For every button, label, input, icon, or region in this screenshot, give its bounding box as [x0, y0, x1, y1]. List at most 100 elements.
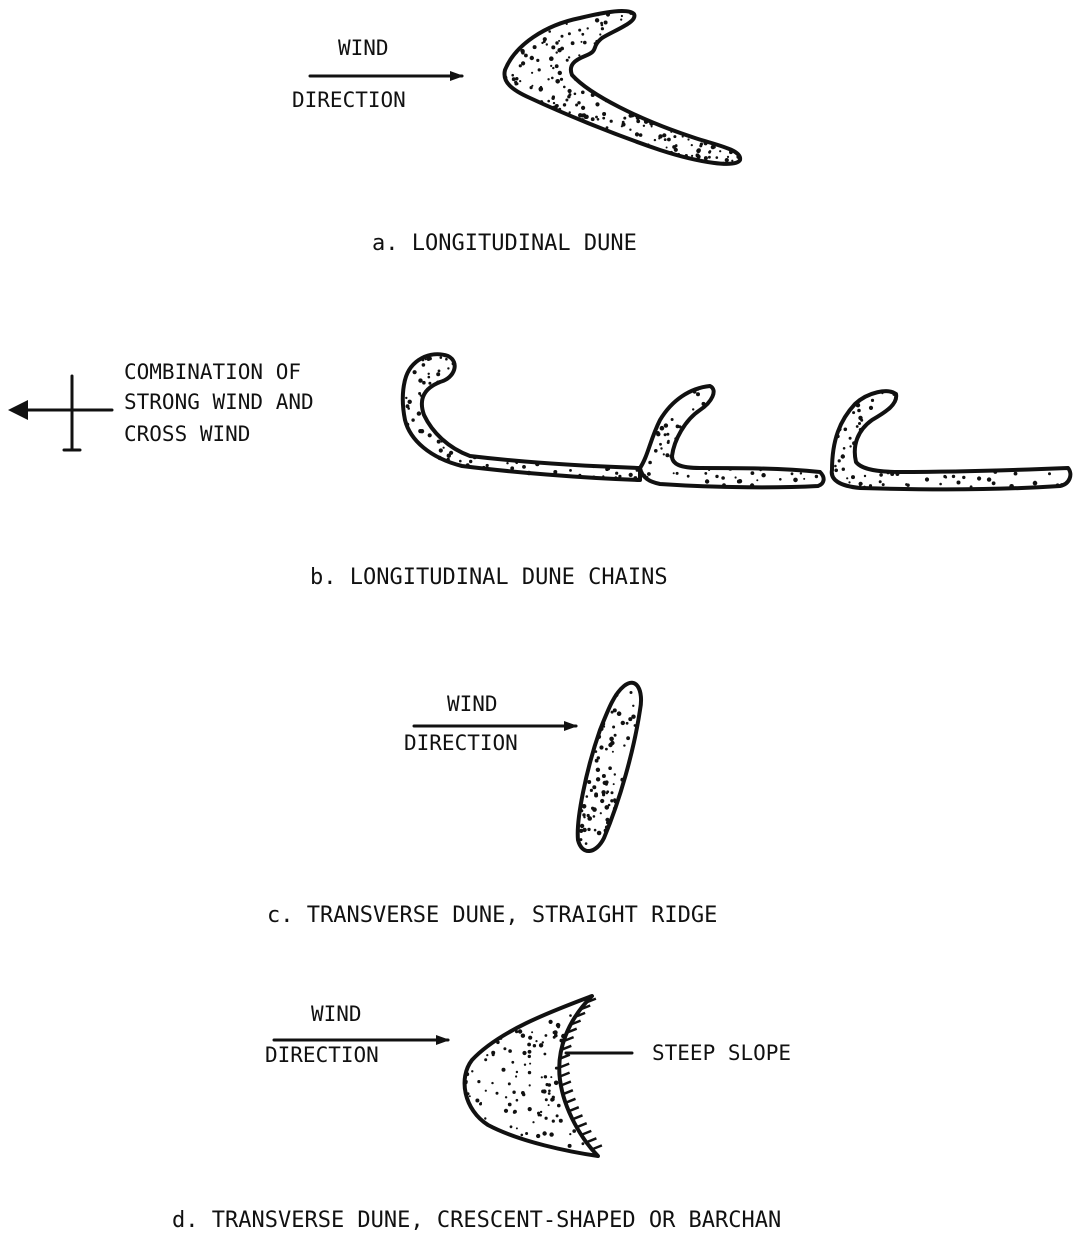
stipple-dot [492, 1053, 495, 1056]
stipple-dot [887, 471, 890, 474]
stipple-dot [447, 367, 449, 369]
stipple-dot [545, 1034, 548, 1037]
stipple-dot [678, 425, 681, 428]
stipple-dot [609, 737, 614, 742]
stipple-dot [605, 818, 609, 822]
stipple-dot [520, 49, 524, 53]
stipple-dot [521, 1034, 525, 1038]
stipple-dot [436, 381, 440, 385]
stipple-dot [595, 750, 598, 753]
stipple-dot [552, 67, 554, 69]
stipple-dot [834, 469, 838, 473]
stipple-dot [604, 21, 608, 25]
stipple-dot [591, 807, 594, 810]
stipple-dot [580, 118, 584, 122]
stipple-dot [569, 111, 571, 113]
stipple-dot [406, 423, 410, 427]
stipple-dot [553, 1036, 556, 1039]
stipple-dot [713, 146, 716, 149]
stipple-dot [422, 413, 424, 415]
stipple-dot [437, 440, 441, 444]
stipple-dot [486, 464, 489, 467]
stipple-dot [614, 800, 617, 803]
stipple-dot [728, 467, 732, 471]
stipple-dot [722, 483, 726, 487]
stipple-dot [800, 472, 802, 474]
stipple-dot [696, 466, 699, 469]
stipple-dot [582, 804, 587, 809]
stipple-dot [503, 1047, 506, 1050]
stipple-dot [569, 469, 572, 472]
stipple-dot [696, 392, 700, 396]
stipple-dot [531, 72, 533, 74]
wind-label-a-line1: WIND [338, 36, 389, 60]
stipple-dot [522, 1051, 526, 1055]
stipple-dot [602, 117, 605, 120]
stipple-dot [536, 1134, 540, 1138]
stipple-dot [568, 56, 570, 58]
stipple-dot [620, 778, 624, 782]
stipple-dot [502, 1068, 506, 1072]
stipple-dot [527, 1043, 531, 1047]
stipple-dot [547, 78, 549, 80]
stipple-dot [592, 15, 594, 17]
stipple-dot [704, 156, 708, 160]
stipple-dot [596, 12, 600, 16]
stipple-dot [529, 1063, 531, 1065]
stipple-dot [440, 356, 443, 359]
stipple-dot [551, 97, 554, 100]
stipple-dot [558, 40, 560, 42]
stipple-dot [551, 45, 555, 49]
stipple-dot [610, 120, 613, 123]
stipple-dot [494, 1041, 496, 1043]
stipple-dot [837, 427, 841, 431]
stipple-dot [545, 1098, 548, 1101]
stipple-dot [987, 477, 991, 481]
stipple-dot [428, 382, 431, 385]
stipple-dot [584, 115, 588, 119]
stipple-dot [882, 483, 885, 486]
stipple-dot [585, 998, 588, 1001]
stipple-dot [756, 479, 758, 481]
stipple-dot [623, 117, 626, 120]
stipple-dot [660, 447, 662, 449]
stipple-dot [844, 428, 848, 432]
stipple-dot [549, 1132, 553, 1136]
stipple-dot [881, 392, 883, 394]
stipple-dot [1009, 484, 1014, 489]
stipple-dot [702, 402, 706, 406]
stipple-dot [691, 137, 693, 139]
stipple-dot [628, 717, 632, 721]
stipple-dot [542, 1131, 546, 1135]
stipple-dot [611, 791, 614, 794]
stipple-dot [658, 134, 662, 138]
stipple-dot [555, 64, 559, 68]
stipple-dot [1033, 481, 1038, 486]
stipple-dot [603, 725, 605, 727]
stipple-dot [484, 1117, 486, 1119]
stipple-dot [646, 476, 648, 478]
stipple-dot [577, 101, 580, 104]
stipple-dot [779, 478, 782, 481]
wind-label-b-line3: CROSS WIND [124, 422, 250, 446]
stipple-dot [597, 831, 602, 836]
stipple-dot [485, 1090, 487, 1092]
stipple-dot [519, 64, 522, 67]
stipple-dot [542, 1041, 544, 1043]
stipple-dot [581, 91, 585, 95]
stipple-dot [471, 1070, 473, 1072]
stipple-dot [662, 483, 664, 485]
stipple-dot [580, 809, 583, 812]
stipple-dot [527, 471, 532, 476]
stipple-dot [469, 460, 472, 463]
stipple-dot [676, 472, 679, 475]
stipple-dot [515, 1075, 517, 1077]
stipple-dot [993, 470, 997, 474]
stipple-dot [677, 153, 680, 156]
stipple-dot [687, 138, 689, 140]
stipple-dot [708, 156, 711, 159]
stipple-dot [418, 392, 421, 395]
stipple-dot [528, 1036, 532, 1040]
stipple-dot [957, 481, 961, 485]
stipple-dot [665, 453, 669, 457]
